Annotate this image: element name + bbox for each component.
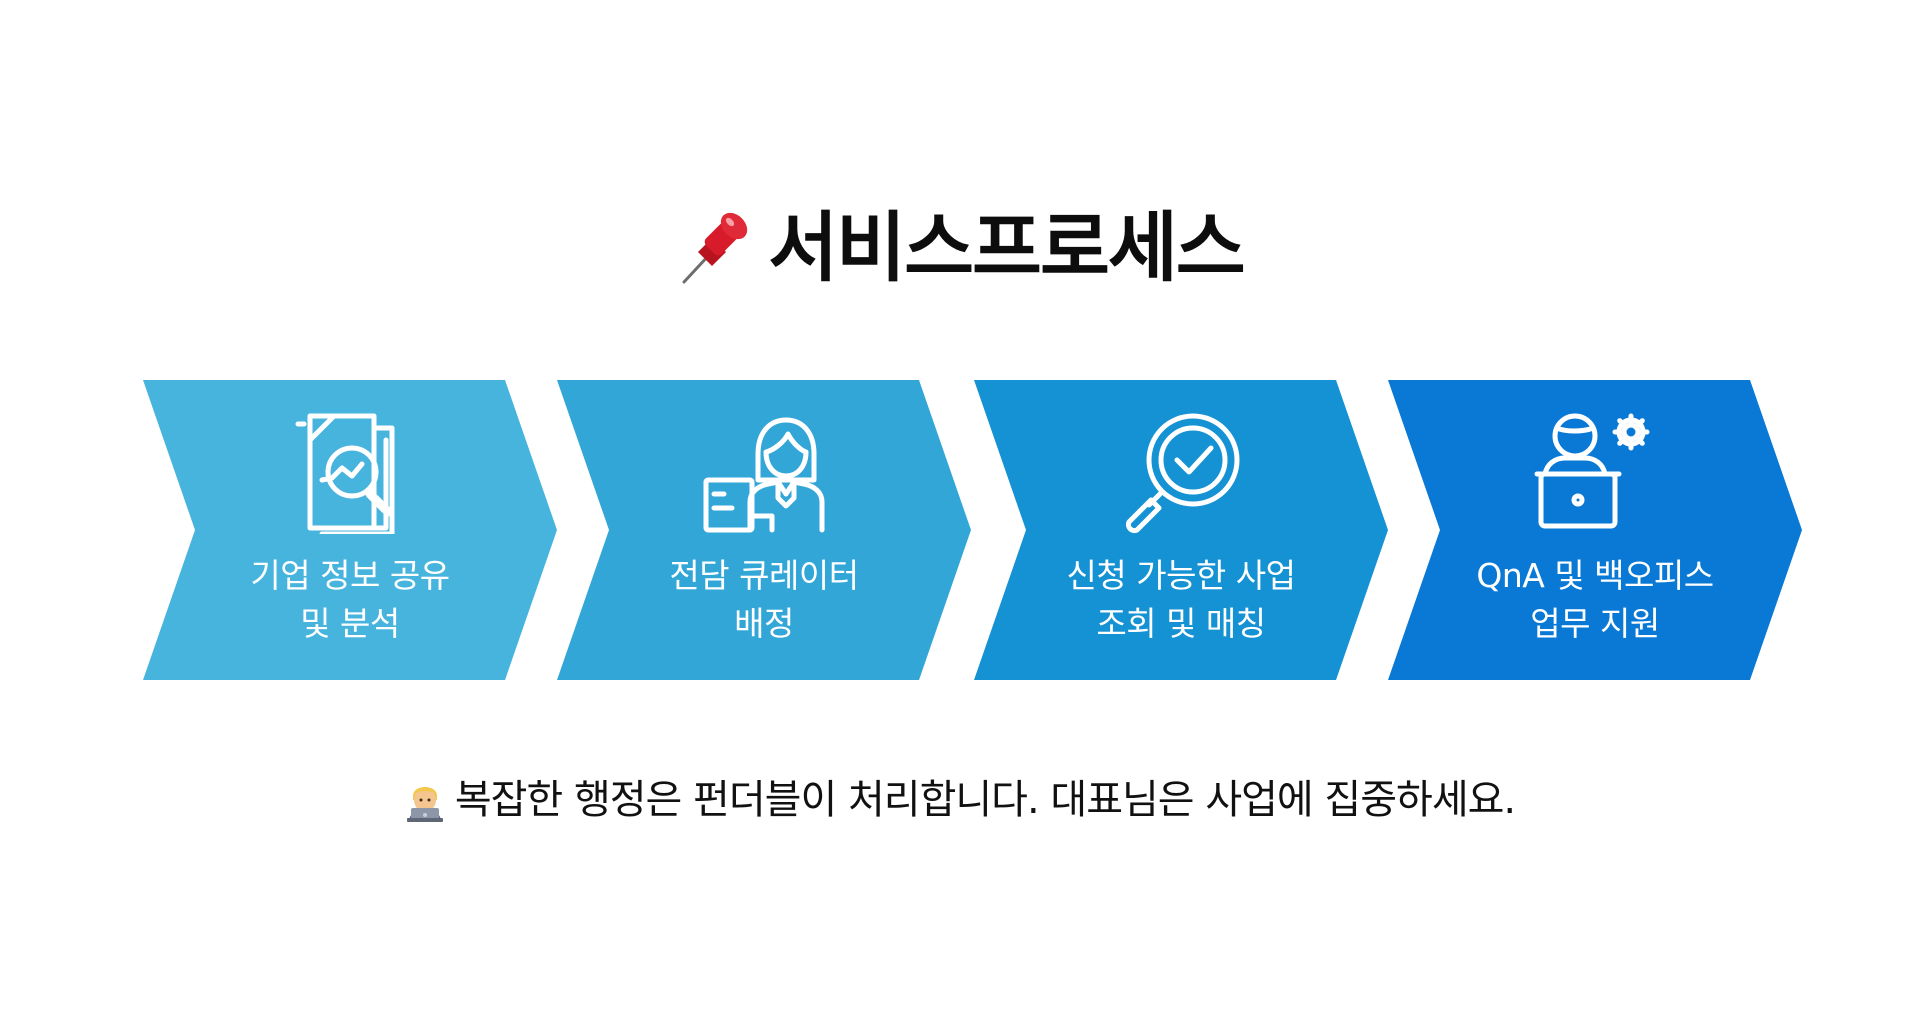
- page-title: 서비스프로세스: [768, 203, 1245, 292]
- tagline-text: 복잡한 행정은 펀더블이 처리합니다. 대표님은 사업에 집중하세요.: [454, 777, 1516, 823]
- search-check-icon: [1125, 413, 1240, 534]
- chevron-arrow-shape: [1388, 380, 1802, 680]
- step-label: QnA 및 백오피스 업무 지원: [1476, 556, 1714, 643]
- process-step-4: QnA 및 백오피스 업무 지원: [1388, 380, 1802, 680]
- step-label: 전담 큐레이터 배정: [669, 556, 859, 643]
- chevron-arrow-shape: [557, 380, 971, 680]
- process-step-1: 기업 정보 공유 및 분석: [143, 380, 557, 680]
- chevron-arrow-shape: [974, 380, 1388, 680]
- step-label: 신청 가능한 사업 조회 및 매칭: [1066, 556, 1297, 643]
- laptop-worker-gear-icon: [1534, 413, 1650, 529]
- technologist-icon: [406, 787, 443, 822]
- process-steps: 기업 정보 공유 및 분석 전담 큐레이터: [0, 380, 1920, 680]
- curator-person-icon: [703, 417, 825, 533]
- title-row: 서비스프로세스: [0, 198, 1920, 298]
- document-analysis-icon: [295, 413, 395, 534]
- tagline-row: 복잡한 행정은 펀더블이 처리합니다. 대표님은 사업에 집중하세요.: [0, 770, 1920, 830]
- pushpin-icon: [682, 212, 748, 284]
- process-step-3: 신청 가능한 사업 조회 및 매칭: [974, 380, 1388, 680]
- process-step-2: 전담 큐레이터 배정: [557, 380, 971, 680]
- step-label: 기업 정보 공유 및 분석: [250, 556, 450, 643]
